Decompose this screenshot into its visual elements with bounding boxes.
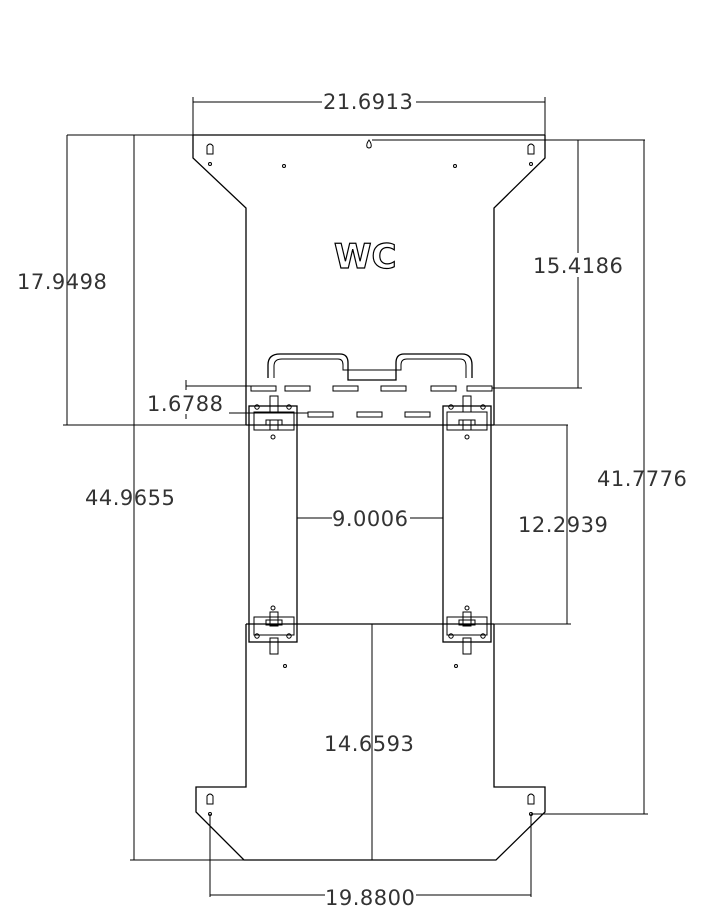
dim-top-width: 21.6913 (323, 90, 413, 114)
logo-wc: WC (334, 237, 396, 277)
right-rail (442, 405, 492, 643)
dimension-lines (63, 97, 648, 897)
dim-right-overall-height: 41.7776 (597, 467, 687, 491)
dim-bottom-hole-span: 19.8800 (325, 886, 415, 910)
slot-row-lower (307, 411, 431, 418)
dim-left-upper-height: 17.9498 (17, 270, 107, 294)
dim-rail-spacing: 9.0006 (332, 507, 408, 531)
dim-lower-height: 14.6593 (324, 732, 414, 756)
dimension-labels: 21.6913 17.9498 15.4186 1.6788 44.9655 4… (17, 90, 687, 910)
clamp-top-right (446, 395, 488, 440)
clamp-top-left (253, 395, 295, 440)
slot-row-upper (250, 385, 493, 392)
dim-right-upper-height: 15.4186 (533, 254, 623, 278)
left-rail (248, 405, 298, 643)
dim-slot-offset: 1.6788 (147, 392, 223, 416)
dim-rail-length: 12.2939 (518, 513, 608, 537)
mounting-holes (206, 139, 535, 816)
dim-overall-height: 44.9655 (85, 486, 175, 510)
clamp-bottom-right (446, 605, 488, 668)
handle (267, 353, 473, 381)
clamp-bottom-left (253, 605, 295, 668)
